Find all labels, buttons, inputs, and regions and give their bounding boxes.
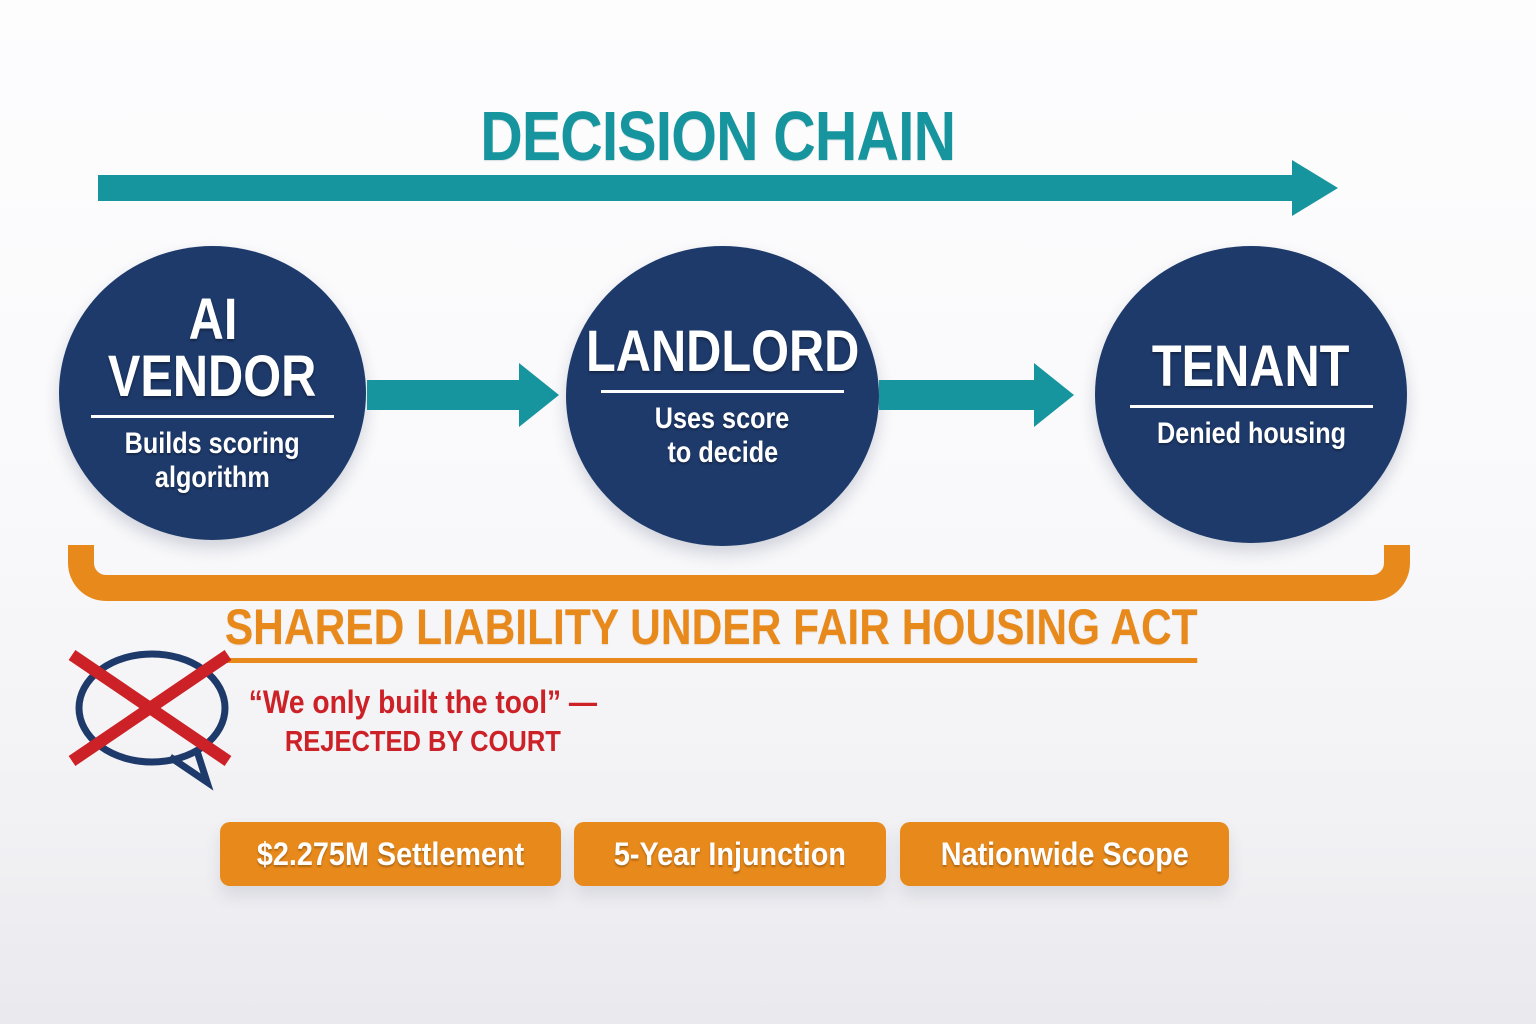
rejected-by-court-label: REJECTED BY COURT (284, 726, 561, 758)
node-subtitle-line: Uses score (655, 401, 790, 435)
node-subtitle-line: Denied housing (1156, 417, 1346, 450)
arrow-landlord-to-tenant-shaft (879, 380, 1034, 410)
node-subtitle-line: algorithm (155, 461, 270, 494)
decision-chain-arrow-head-icon (1292, 160, 1338, 216)
node-title-line: LANDLORD (585, 318, 860, 384)
crossed-out-speech-bubble-icon (68, 650, 232, 791)
arrow-vendor-to-landlord-head-icon (519, 363, 559, 427)
node-landlord: LANDLORD Uses score to decide (566, 246, 879, 546)
node-title-line: TENANT (1152, 334, 1350, 399)
node-subtitle-line: Builds scoring (124, 427, 301, 460)
node-divider (1129, 405, 1373, 408)
badge-settlement: $2.275M Settlement (220, 822, 561, 886)
badge-injunction-label: 5-Year Injunction (613, 835, 847, 872)
badge-scope-label: Nationwide Scope (940, 835, 1189, 872)
decision-chain-arrow-shaft (98, 175, 1292, 201)
node-title-line: VENDOR (108, 344, 317, 409)
badge-settlement-label: $2.275M Settlement (256, 835, 525, 872)
shared-liability-bracket (68, 545, 1410, 601)
liability-heading-row: SHARED LIABILITY UNDER FAIR HOUSING ACT (0, 601, 1422, 663)
node-divider (91, 415, 334, 418)
node-tenant: TENANT Denied housing (1095, 246, 1407, 543)
arrow-landlord-to-tenant-head-icon (1034, 363, 1074, 427)
arrow-vendor-to-landlord-shaft (367, 380, 519, 410)
badge-scope: Nationwide Scope (900, 822, 1229, 886)
page-title: DECISION CHAIN (480, 97, 956, 175)
shared-liability-label: SHARED LIABILITY UNDER FAIR HOUSING ACT (224, 601, 1198, 663)
rejection-note: “We only built the tool” — REJECTED BY C… (225, 683, 620, 759)
node-ai-vendor: AI VENDOR Builds scoring algorithm (59, 246, 366, 540)
node-subtitle-line: to decide (667, 435, 778, 469)
node-title-line: AI (188, 287, 237, 352)
rejected-claim-quote: “We only built the tool” — (248, 684, 598, 720)
title-row: DECISION CHAIN (0, 96, 1436, 176)
badge-injunction: 5-Year Injunction (574, 822, 886, 886)
node-divider (601, 389, 844, 393)
